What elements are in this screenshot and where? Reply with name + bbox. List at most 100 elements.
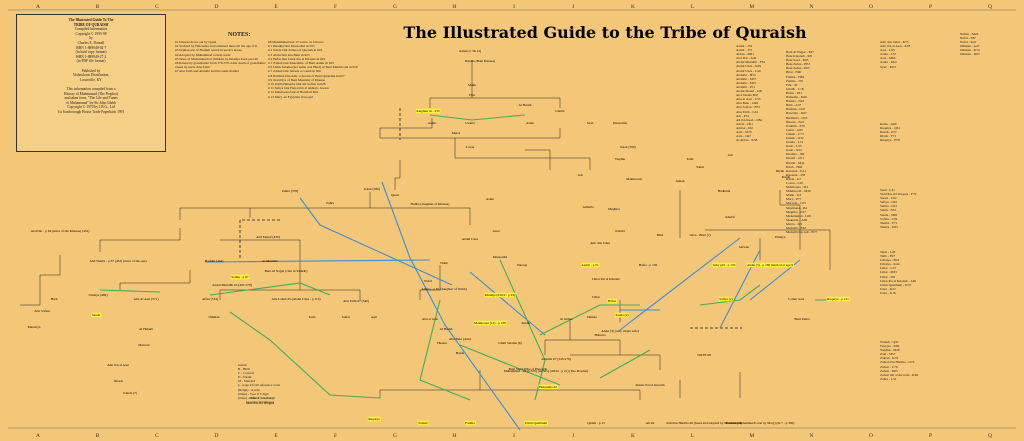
node-mughira: Mughira [608,207,620,211]
index-entry: Sahm - N61 [880,208,897,213]
node-ali: Ali #4 [646,421,655,425]
column-letter-b: B [96,4,100,10]
other-converts: Other Converts:Saad ibn abi Waqqas [246,396,274,404]
node-harith: Al Harith [519,103,532,107]
index-entry: Uzza - K22 [880,286,896,291]
column-letter-c: C [155,4,159,10]
node-adi: Adi [577,173,582,177]
index-entry: Jaafar - G65 [786,127,803,132]
info-line: Louisville, KY [80,77,102,82]
info-line: Vishnulouis Distribution, [72,73,110,78]
index-entry: Abd Dar - A49 [736,56,757,61]
node-razah: Razah [782,175,791,179]
column-letter-e: E [274,4,278,10]
note-line: # 10 Umm Habeeba bint abi Sofian m 628 [268,82,326,87]
column-letter-e: E [274,433,278,439]
note-line: (Num) - Year if 3 digit [238,391,269,396]
index-entry: Abdulla - H54 [736,72,756,77]
column-letter-q: Q [988,4,992,10]
info-line: Copyright © 1995-98 [75,31,107,36]
node-abdulla: Abdulla #7 (545-570) [541,357,571,361]
index-entry: Othman - D65 [960,52,980,57]
index-entry: Abu Bekr - O48 [736,101,758,106]
highlight-umm-qualthum [524,420,548,426]
highlight-daughter-235 [415,108,441,114]
node-aamir-p51: Aamir - p 51 [581,263,599,267]
column-letter-k: K [631,4,635,10]
node-beni-najjar: Beni Al Najjar (clan in Yathrib) [265,269,308,273]
highlight-maimoona [473,320,507,326]
highlight-salma [230,274,250,280]
index-entry: Khalaf - O51 [786,156,804,161]
index-entry: Zubair - C76 [880,364,898,369]
index-entry: Aamir - J52 [736,44,753,48]
info-line: (in hard copy format) [75,50,107,55]
index-entry: Aman - O61 [736,121,753,126]
node-umar-ibn: Umar ibn al Khattab [592,277,620,281]
node-malik: Malik [468,83,476,87]
node-abbas: Al Abbas [560,317,573,321]
column-letter-h: H [453,4,457,10]
index-entry: Kaab - N22 [786,148,802,153]
column-letter-h: H [453,433,457,439]
note-line: # 1 Khadija bint Khuwailid m 595 [268,44,315,49]
node-slave-bilal: slave - Bilal (c) [690,233,711,237]
node-umaiya2: Umaiya [775,235,786,239]
highlight-ruqaiya [367,416,381,422]
node-abdulla2: Abdulla [583,205,594,209]
index-entry: Maimoona - I61 [786,185,809,190]
note-line: B - Birth [238,367,251,372]
note-line: # 9 Juwairiya of Beni Mustaliq of Khuzaa [268,77,325,82]
highlight-khadija [484,292,516,298]
index-entry: Husain - N23 [786,119,805,124]
node-lowai: Lowai [466,145,475,149]
index-entry: Nofal - K47 [960,40,977,45]
lineage-lines [20,60,831,400]
index-entry: Mukassir - A69 [786,217,808,222]
node-amina: Amina - p 81 (daughter of Wahb) [421,287,466,291]
note-line: # 11 Safiya bint Huyai ibn al Akhtab, Je… [268,86,329,91]
index-entry: Mughira - L67 [786,209,806,214]
node-maimoona: Maimoona (12) - p 238 [474,321,506,325]
index-entry: Talib - F67 [880,254,896,259]
index-entry: Ghalib - L18 [786,86,804,91]
index-entry: Fatima - H83 [786,74,805,79]
info-line: Compiled Information [74,27,108,32]
note-line: #5 None of Muhammad's 6 children by Khad… [175,56,258,61]
index-entry: Umm Qualthum - K78 [880,282,911,287]
node-hafsa: Hafsa [608,299,616,303]
index-entry: Muhammad - L69 [786,213,811,218]
node-kahid: Khalid [615,229,625,233]
node-abu-sofian: Abu Sofian [34,309,50,313]
index-entry: Amr ibn al Aasi - A78 [880,44,911,49]
index-entry: Beni Zuhra - P63 [786,66,810,71]
index-entry: Abbas - M61 [736,52,754,57]
node-hubba: Hubba (daughter of Khuzaa) [411,202,450,206]
index-entry: Abdul Muttalib - F61 [736,60,766,65]
index-entry: Kinanah - K11 [786,168,807,173]
note-line: #2 Suckled by Halceema and remained ther… [175,44,258,49]
node-abd-uzza: Abdul Uzza [462,237,479,241]
node-abu-bekr: Abu Bekr (Atik) [449,337,471,341]
index-entry: Shaiba - D25 [880,224,898,229]
node-asad: Asad [493,229,500,233]
index-entry: Bilal - N60 [786,70,802,75]
node-hubaira: Hubaira [595,333,606,337]
node-abu-lahab: Abu Lahab #5 (Abdul Uzza - p 113) [271,297,320,301]
adoption-lines [239,108,742,329]
index-entry: Wuhab - Q35 [880,340,899,344]
info-line: TRIBE OF QURAISH [73,22,109,27]
node-beni-saad: Beni Saad Tribe of Hawazin [509,367,548,371]
note-line: #1 Khuzaa drove out by Qusai [175,40,217,44]
node-muhammad: Muhammad - #6 (b:570) (m:595) (d:632 - p… [504,369,589,373]
node-hamza: Hamza [587,315,597,319]
node-adi2: Adi [727,153,732,157]
info-line: and taken from, "The Life and Times [64,96,118,101]
node-ibrahim: Ibrahim (Muhammad's son by Mary) (m 7 - … [726,421,795,425]
